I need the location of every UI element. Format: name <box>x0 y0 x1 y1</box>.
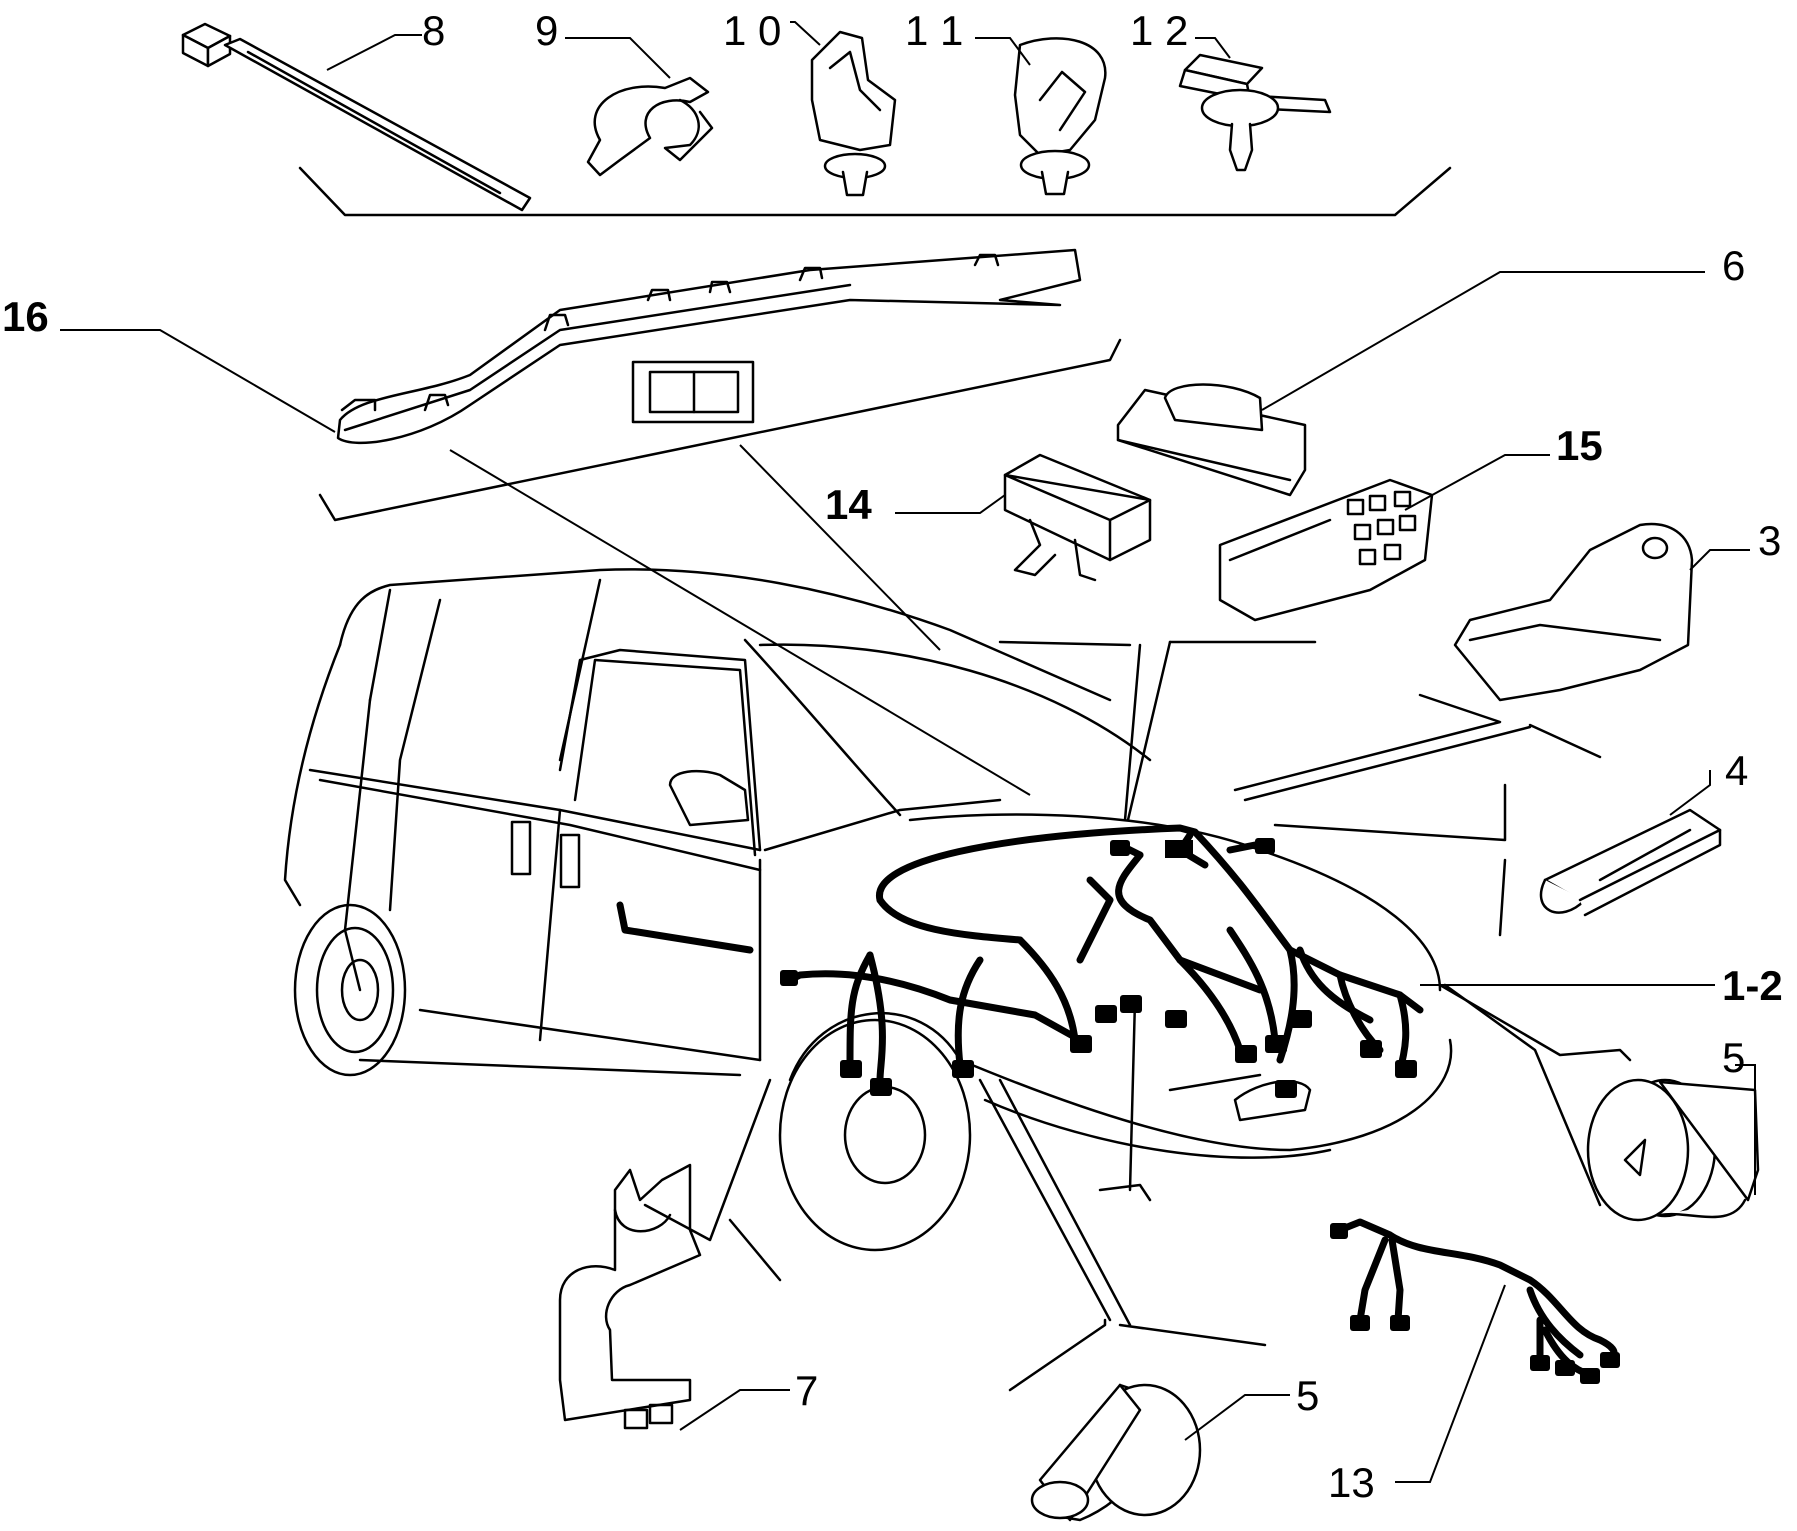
label-part-5-right: 5 <box>1722 1034 1746 1081</box>
label-part-9: 9 <box>535 7 559 54</box>
grommet-part-5-bottom <box>1030 1383 1202 1522</box>
label-part-4: 4 <box>1725 747 1749 794</box>
harness-channel-part-16 <box>336 248 1082 445</box>
label-part-12: 1 2 <box>1130 7 1189 54</box>
label-part-14: 14 <box>825 481 872 528</box>
label-part-7: 7 <box>795 1367 819 1414</box>
relay-box-part-14 <box>1003 453 1152 582</box>
clip-part-12 <box>1178 53 1332 172</box>
small-harness-part-13 <box>1330 1218 1620 1384</box>
wiring-harness-part-1-2 <box>780 824 1424 1098</box>
top-parts-tray <box>298 166 1452 217</box>
clip-part-9 <box>586 76 714 177</box>
label-part-13: 13 <box>1328 1459 1375 1506</box>
label-part-16: 16 <box>2 293 49 340</box>
fuse-box-cover-part-6 <box>1116 383 1307 497</box>
bracket-part-3 <box>1453 522 1694 702</box>
label-part-11: 1 1 <box>905 7 964 54</box>
cable-tie-part-8 <box>181 22 532 212</box>
clip-part-11 <box>1013 37 1107 196</box>
holder-part-7 <box>558 1163 702 1430</box>
clip-part-10 <box>810 30 897 197</box>
label-part-5-bottom: 5 <box>1296 1372 1320 1419</box>
label-part-6: 6 <box>1722 242 1746 289</box>
grommet-part-5-right <box>1586 1078 1760 1222</box>
connector-block-part-15 <box>1218 478 1434 622</box>
label-part-3: 3 <box>1758 517 1782 564</box>
label-part-8: 8 <box>422 7 446 54</box>
label-part-1-2: 1-2 <box>1722 962 1783 1009</box>
connector-part-4 <box>1539 808 1722 917</box>
label-part-10: 1 0 <box>723 7 782 54</box>
van-drawing <box>283 568 1453 1252</box>
label-part-15: 15 <box>1556 422 1603 469</box>
